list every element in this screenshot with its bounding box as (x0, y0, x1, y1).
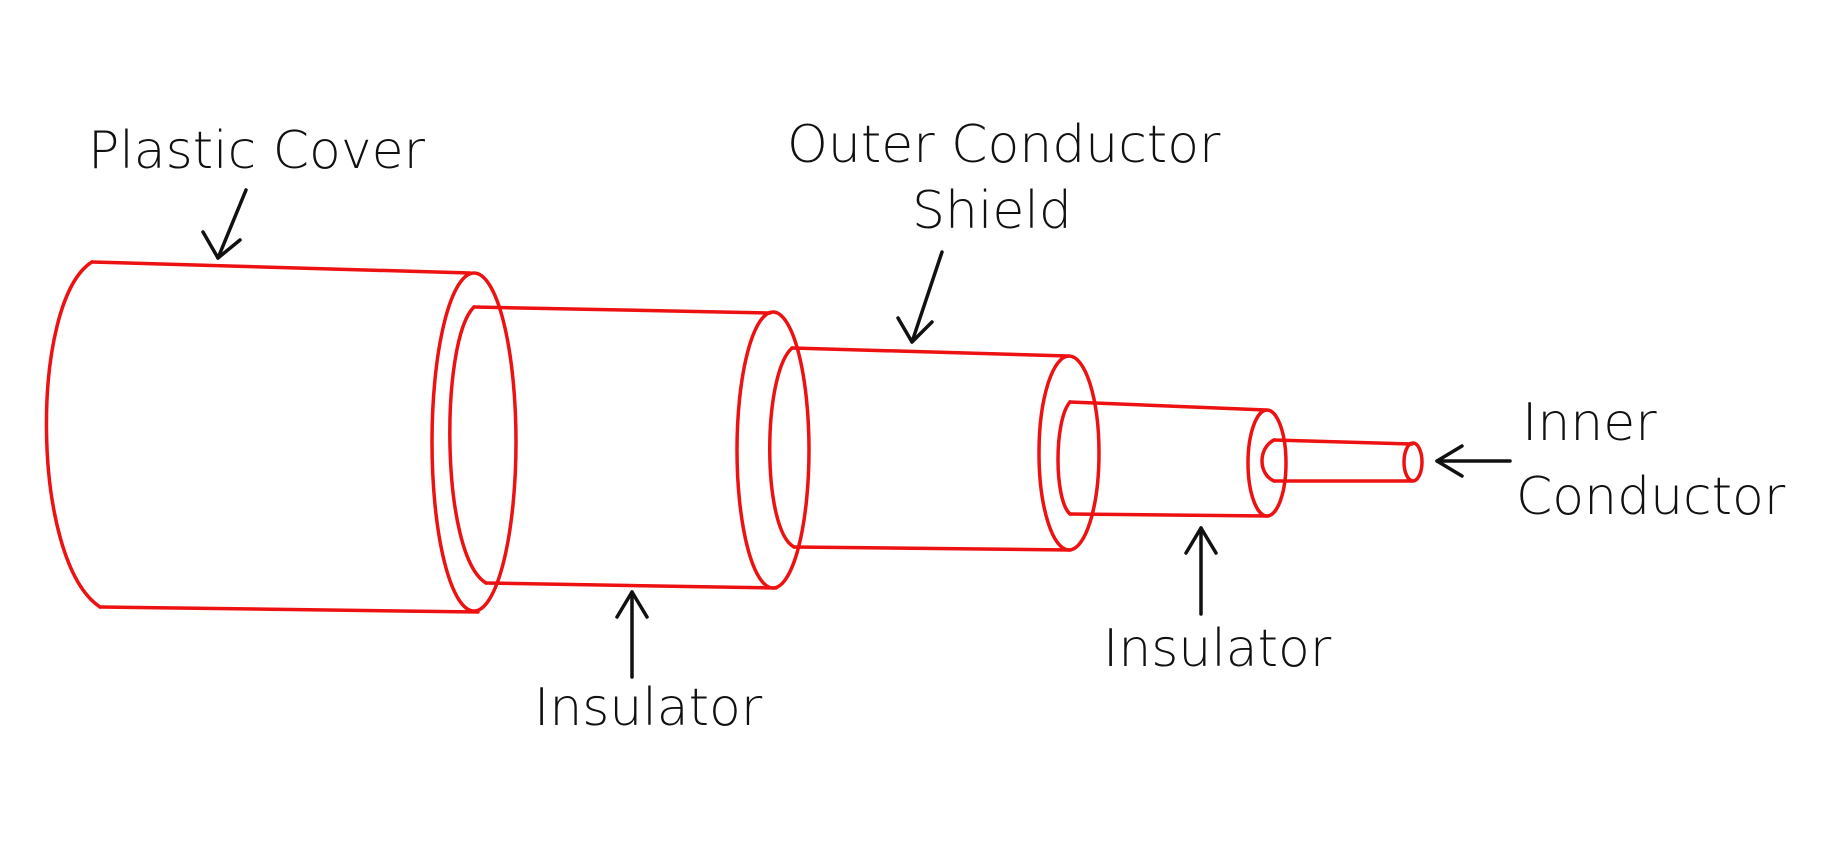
inner-insulator-layer (1056, 400, 1288, 518)
outer-conductor-shield-layer (768, 346, 1101, 552)
inner-insulator-label: Insulator (1103, 619, 1332, 679)
outer-insulator-label: Insulator (534, 678, 763, 738)
outer-insulator-layer (448, 305, 811, 590)
shield-top-edge (790, 346, 1070, 358)
inner-conductor-label-line2: Conductor (1516, 467, 1786, 527)
plastic-cover-bottom-edge (98, 605, 480, 614)
outer-conductor-arrow (896, 250, 944, 344)
outer-insulator-arrow (615, 590, 649, 679)
plastic-cover-right-end (430, 271, 518, 613)
inner-insulator-top-edge (1068, 400, 1268, 412)
shield-bottom-edge (792, 545, 1072, 552)
outer-insulator-bottom-edge (484, 581, 778, 590)
labels: Plastic Cover Outer Conductor Shield Ins… (88, 115, 1786, 738)
outer-insulator-left-end (448, 305, 488, 585)
cable-drawing (44, 260, 1424, 614)
inner-insulator-left-end (1056, 400, 1072, 516)
outer-conductor-label-line2: Shield (912, 181, 1072, 241)
outer-conductor-label-line1: Outer Conductor (787, 115, 1221, 175)
inner-conductor-left-end (1260, 438, 1276, 483)
plastic-cover-layer (44, 260, 518, 614)
plastic-cover-arrow (201, 188, 248, 260)
plastic-cover-label: Plastic Cover (88, 121, 426, 181)
inner-conductor-layer (1260, 438, 1424, 483)
plastic-cover-left-end (44, 260, 102, 609)
inner-conductor-label-line1: Inner (1522, 393, 1657, 453)
shield-left-end (768, 346, 796, 549)
inner-conductor-top-edge (1272, 438, 1414, 446)
inner-conductor-arrow (1435, 444, 1512, 478)
plastic-cover-top-edge (90, 260, 472, 275)
inner-insulator-bottom-edge (1068, 512, 1270, 518)
shield-right-end (1037, 354, 1101, 552)
arrows (201, 188, 1512, 679)
outer-insulator-top-edge (472, 305, 772, 315)
inner-insulator-right-end (1246, 408, 1288, 518)
inner-conductor-right-end (1402, 441, 1424, 483)
inner-insulator-arrow (1184, 526, 1218, 616)
outer-insulator-right-end (735, 310, 811, 590)
